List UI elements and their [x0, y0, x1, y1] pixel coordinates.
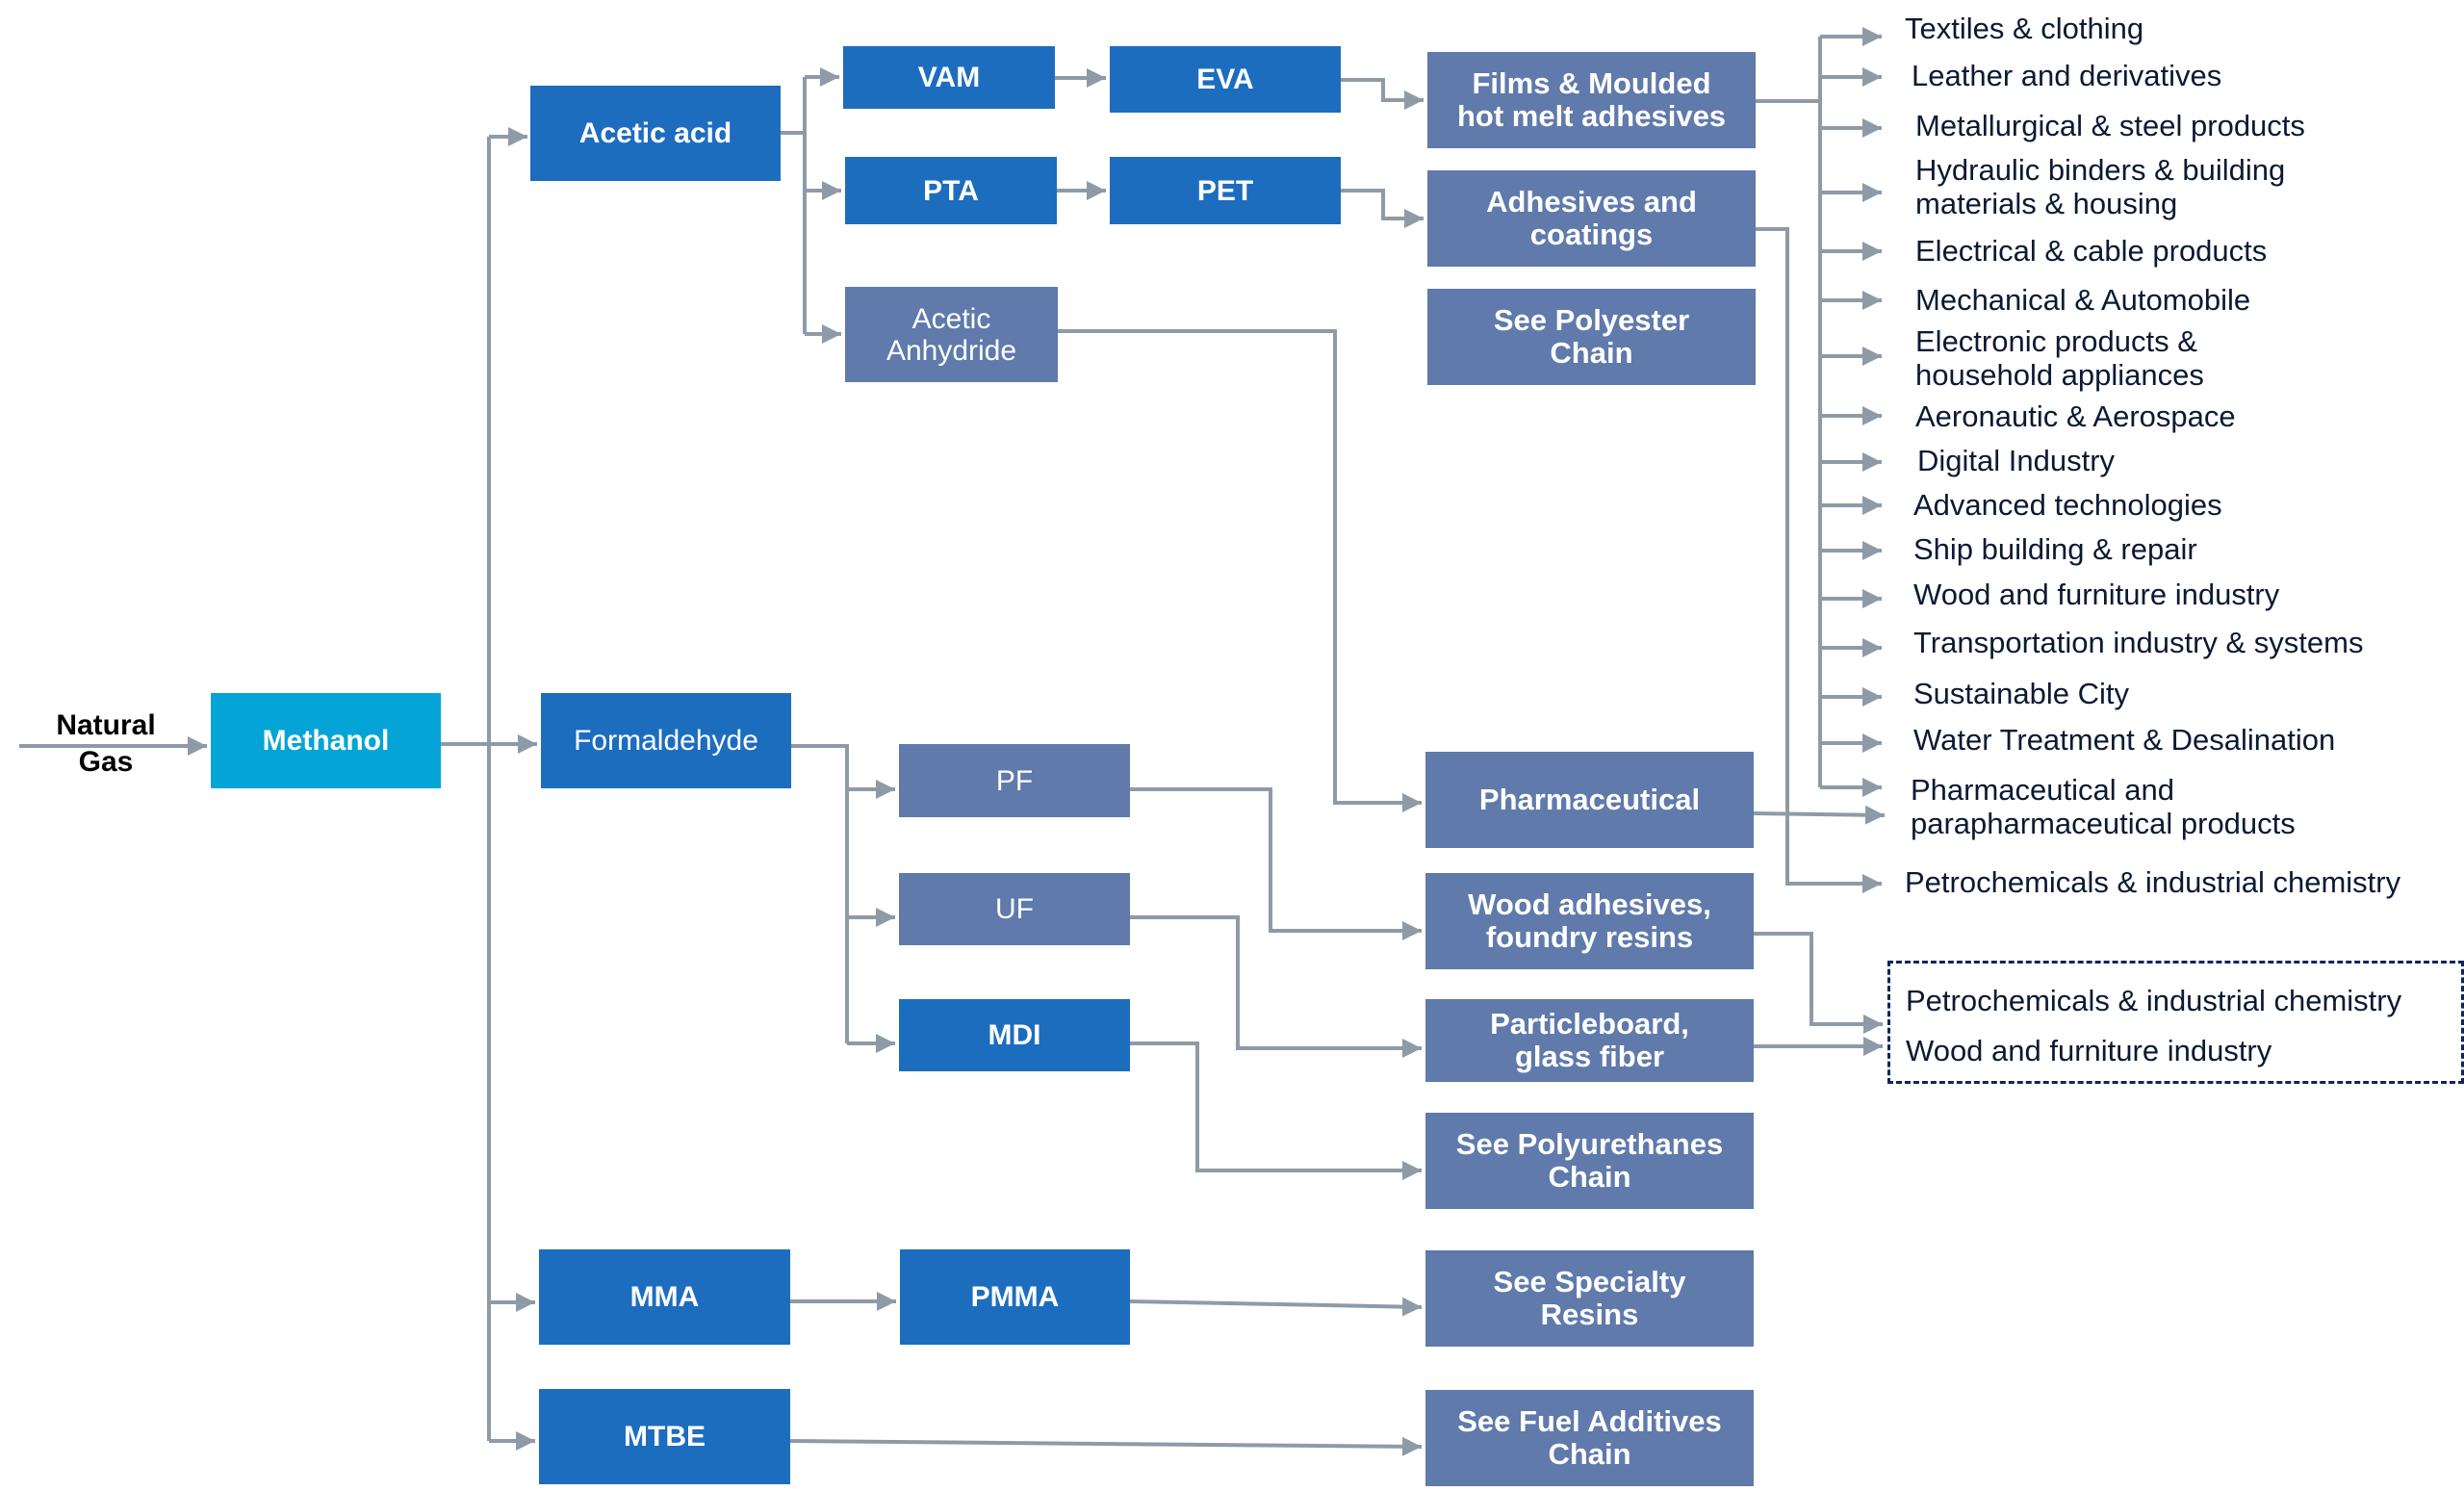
vam-node[interactable]: VAM	[843, 46, 1055, 109]
acetic-acid-label: Acetic acid	[578, 117, 732, 149]
pta-label: PTA	[923, 174, 979, 207]
edge-mtbe-fuel	[789, 1436, 1423, 1456]
edge-pet-adhesives	[1341, 189, 1424, 228]
edge-pf-wood	[1130, 787, 1422, 940]
end-market-water-treatment: Water Treatment & Desalination	[1913, 723, 2336, 757]
mtbe-label: MTBE	[624, 1421, 706, 1452]
wood-adhesives-node[interactable]: Wood adhesives, foundry resins	[1425, 873, 1754, 969]
films-adhesives-label: Films & Moulded hot melt adhesives	[1456, 65, 1727, 133]
end-market-transportation: Transportation industry & systems	[1913, 626, 2364, 659]
uf-label: UF	[995, 893, 1034, 925]
particleboard-label: Particleboard, glass fiber	[1490, 1006, 1689, 1073]
grouped-market-petrochemicals: Petrochemicals & industrial chemistry	[1906, 984, 2402, 1017]
end-market-mechanical: Mechanical & Automobile	[1915, 283, 2251, 317]
mma-node[interactable]: MMA	[539, 1249, 790, 1345]
natural-gas-label: Natural Gas	[56, 709, 156, 778]
pf-label: PF	[995, 764, 1034, 797]
mtbe-node[interactable]: MTBE	[539, 1389, 790, 1484]
eva-node[interactable]: EVA	[1110, 46, 1341, 113]
formaldehyde-node[interactable]: Formaldehyde	[541, 693, 791, 788]
end-market-electrical: Electrical & cable products	[1915, 234, 2268, 268]
formaldehyde-label: Formaldehyde	[574, 725, 758, 757]
end-market-textiles: Textiles & clothing	[1905, 12, 2144, 45]
wood-adhesives-label: Wood adhesives, foundry resins	[1468, 887, 1711, 954]
edge-uf-particleboard	[1130, 915, 1422, 1058]
end-market-advanced-tech: Advanced technologies	[1913, 488, 2222, 522]
edge-eva-films	[1341, 78, 1424, 110]
pharmaceutical-label: Pharmaceutical	[1478, 782, 1701, 816]
edge-pmma-specialty	[1129, 1297, 1423, 1317]
edge-anhydride-pharma	[1058, 329, 1422, 812]
mdi-label: MDI	[988, 1019, 1041, 1051]
pmma-label: PMMA	[970, 1281, 1060, 1313]
edge-pharma-products	[1753, 805, 1886, 825]
end-market-wood-furniture: Wood and furniture industry	[1913, 578, 2280, 611]
specialty-resins-label: See Specialty Resins	[1493, 1264, 1686, 1331]
polyester-chain-node[interactable]: See Polyester Chain	[1427, 289, 1756, 385]
end-market-metallurgical: Metallurgical & steel products	[1915, 109, 2305, 142]
polyurethanes-chain-label: See Polyurethanes Chain	[1455, 1126, 1724, 1194]
vam-label: VAM	[917, 62, 981, 93]
pet-label: PET	[1196, 174, 1254, 207]
polyester-chain-label: See Polyester Chain	[1493, 302, 1690, 370]
end-market-petrochemicals: Petrochemicals & industrial chemistry	[1905, 865, 2401, 899]
grouped-markets-box	[1887, 961, 2464, 1084]
end-market-pharmaceutical: Pharmaceutical and parapharmaceutical pr…	[1911, 773, 2296, 841]
end-market-sustainable-city: Sustainable City	[1913, 677, 2130, 710]
specialty-resins-node[interactable]: See Specialty Resins	[1425, 1250, 1754, 1347]
acetic-anhydride-label: Acetic Anhydride	[886, 302, 1017, 367]
pta-node[interactable]: PTA	[845, 157, 1057, 224]
edge-adhesives-petro	[1756, 227, 1882, 893]
pharmaceutical-node[interactable]: Pharmaceutical	[1425, 752, 1754, 848]
fuel-additives-chain-node[interactable]: See Fuel Additives Chain	[1425, 1390, 1754, 1486]
adhesives-coatings-label: Adhesives and coatings	[1486, 184, 1697, 251]
mma-label: MMA	[629, 1281, 700, 1313]
end-market-aeronautic: Aeronautic & Aerospace	[1915, 399, 2236, 433]
grouped-market-wood-furniture: Wood and furniture industry	[1906, 1034, 2272, 1067]
acetic-anhydride-node[interactable]: Acetic Anhydride	[845, 287, 1058, 382]
methanol-label: Methanol	[262, 725, 390, 757]
uf-node[interactable]: UF	[899, 873, 1130, 945]
polyurethanes-chain-node[interactable]: See Polyurethanes Chain	[1425, 1113, 1754, 1209]
edge-wood-grouped	[1754, 932, 1883, 1034]
end-market-ship-building: Ship building & repair	[1913, 532, 2197, 566]
pmma-node[interactable]: PMMA	[900, 1249, 1130, 1345]
films-adhesives-node[interactable]: Films & Moulded hot melt adhesives	[1427, 52, 1756, 148]
end-market-hydraulic-binders: Hydraulic binders & building materials &…	[1915, 153, 2286, 221]
edge-formaldehyde-trunk	[791, 744, 849, 1043]
end-market-leather: Leather and derivatives	[1912, 59, 2222, 92]
fuel-additives-chain-label: See Fuel Additives Chain	[1457, 1403, 1722, 1471]
acetic-acid-node[interactable]: Acetic acid	[530, 86, 781, 181]
particleboard-node[interactable]: Particleboard, glass fiber	[1425, 999, 1754, 1082]
edge-mdi-polyurethanes	[1130, 1041, 1422, 1180]
pet-node[interactable]: PET	[1110, 157, 1341, 224]
end-market-electronic: Electronic products & household applianc…	[1915, 324, 2204, 393]
mdi-node[interactable]: MDI	[899, 999, 1130, 1071]
eva-label: EVA	[1196, 64, 1254, 95]
pf-node[interactable]: PF	[899, 744, 1130, 817]
adhesives-coatings-node[interactable]: Adhesives and coatings	[1427, 170, 1756, 267]
methanol-node[interactable]: Methanol	[211, 693, 441, 788]
end-market-digital: Digital Industry	[1917, 444, 2116, 477]
